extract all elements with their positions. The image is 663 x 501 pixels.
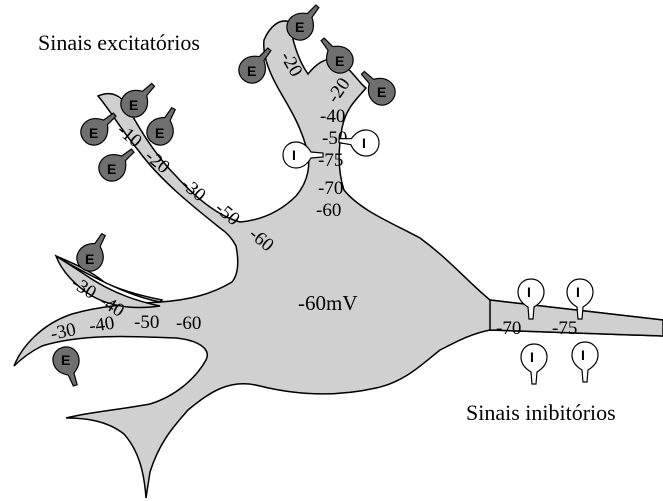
synapse-letter-i: I: [362, 135, 366, 151]
synapse-letter-e: E: [61, 352, 70, 368]
synapse-letter-i: I: [576, 284, 580, 300]
soma-potential-label: -60mV: [298, 291, 358, 315]
potential-label: -70: [318, 178, 343, 199]
potential-label: -40: [88, 313, 116, 337]
synapse-letter-e: E: [335, 53, 344, 69]
potential-label: -75: [552, 318, 577, 339]
synapse-letter-e: E: [247, 63, 256, 79]
inhibitory-title: Sinais inibitórios: [466, 400, 616, 425]
synapse-letter-i: I: [581, 347, 585, 363]
potential-label: -70: [496, 318, 521, 339]
synapse-letter-e: E: [155, 125, 164, 141]
inhibitory-synapse: [572, 342, 598, 382]
potential-label: -60: [176, 313, 201, 334]
potential-label: -60: [316, 200, 341, 221]
potential-label: -30: [49, 319, 78, 345]
synapse-letter-e: E: [377, 84, 386, 100]
synapse-letter-e: E: [129, 97, 138, 113]
potential-label: -30: [177, 174, 210, 206]
potential-label: -40: [320, 106, 345, 127]
synapse-letter-i: I: [527, 284, 531, 300]
synapse-letter-e: E: [107, 161, 116, 177]
synapse-letter-e: E: [89, 125, 98, 141]
inhibitory-synapse: [521, 344, 547, 384]
synapse-letter-i: I: [530, 349, 534, 365]
synapse-letter-i: I: [292, 147, 296, 163]
potential-label: -50: [134, 312, 159, 333]
synapse-letter-e: E: [85, 251, 94, 267]
upper-left-potentials: -10 -20 -30 -50 -60: [113, 120, 278, 256]
synapse-letter-e: E: [295, 19, 304, 35]
excitatory-title: Sinais excitatórios: [38, 30, 200, 55]
